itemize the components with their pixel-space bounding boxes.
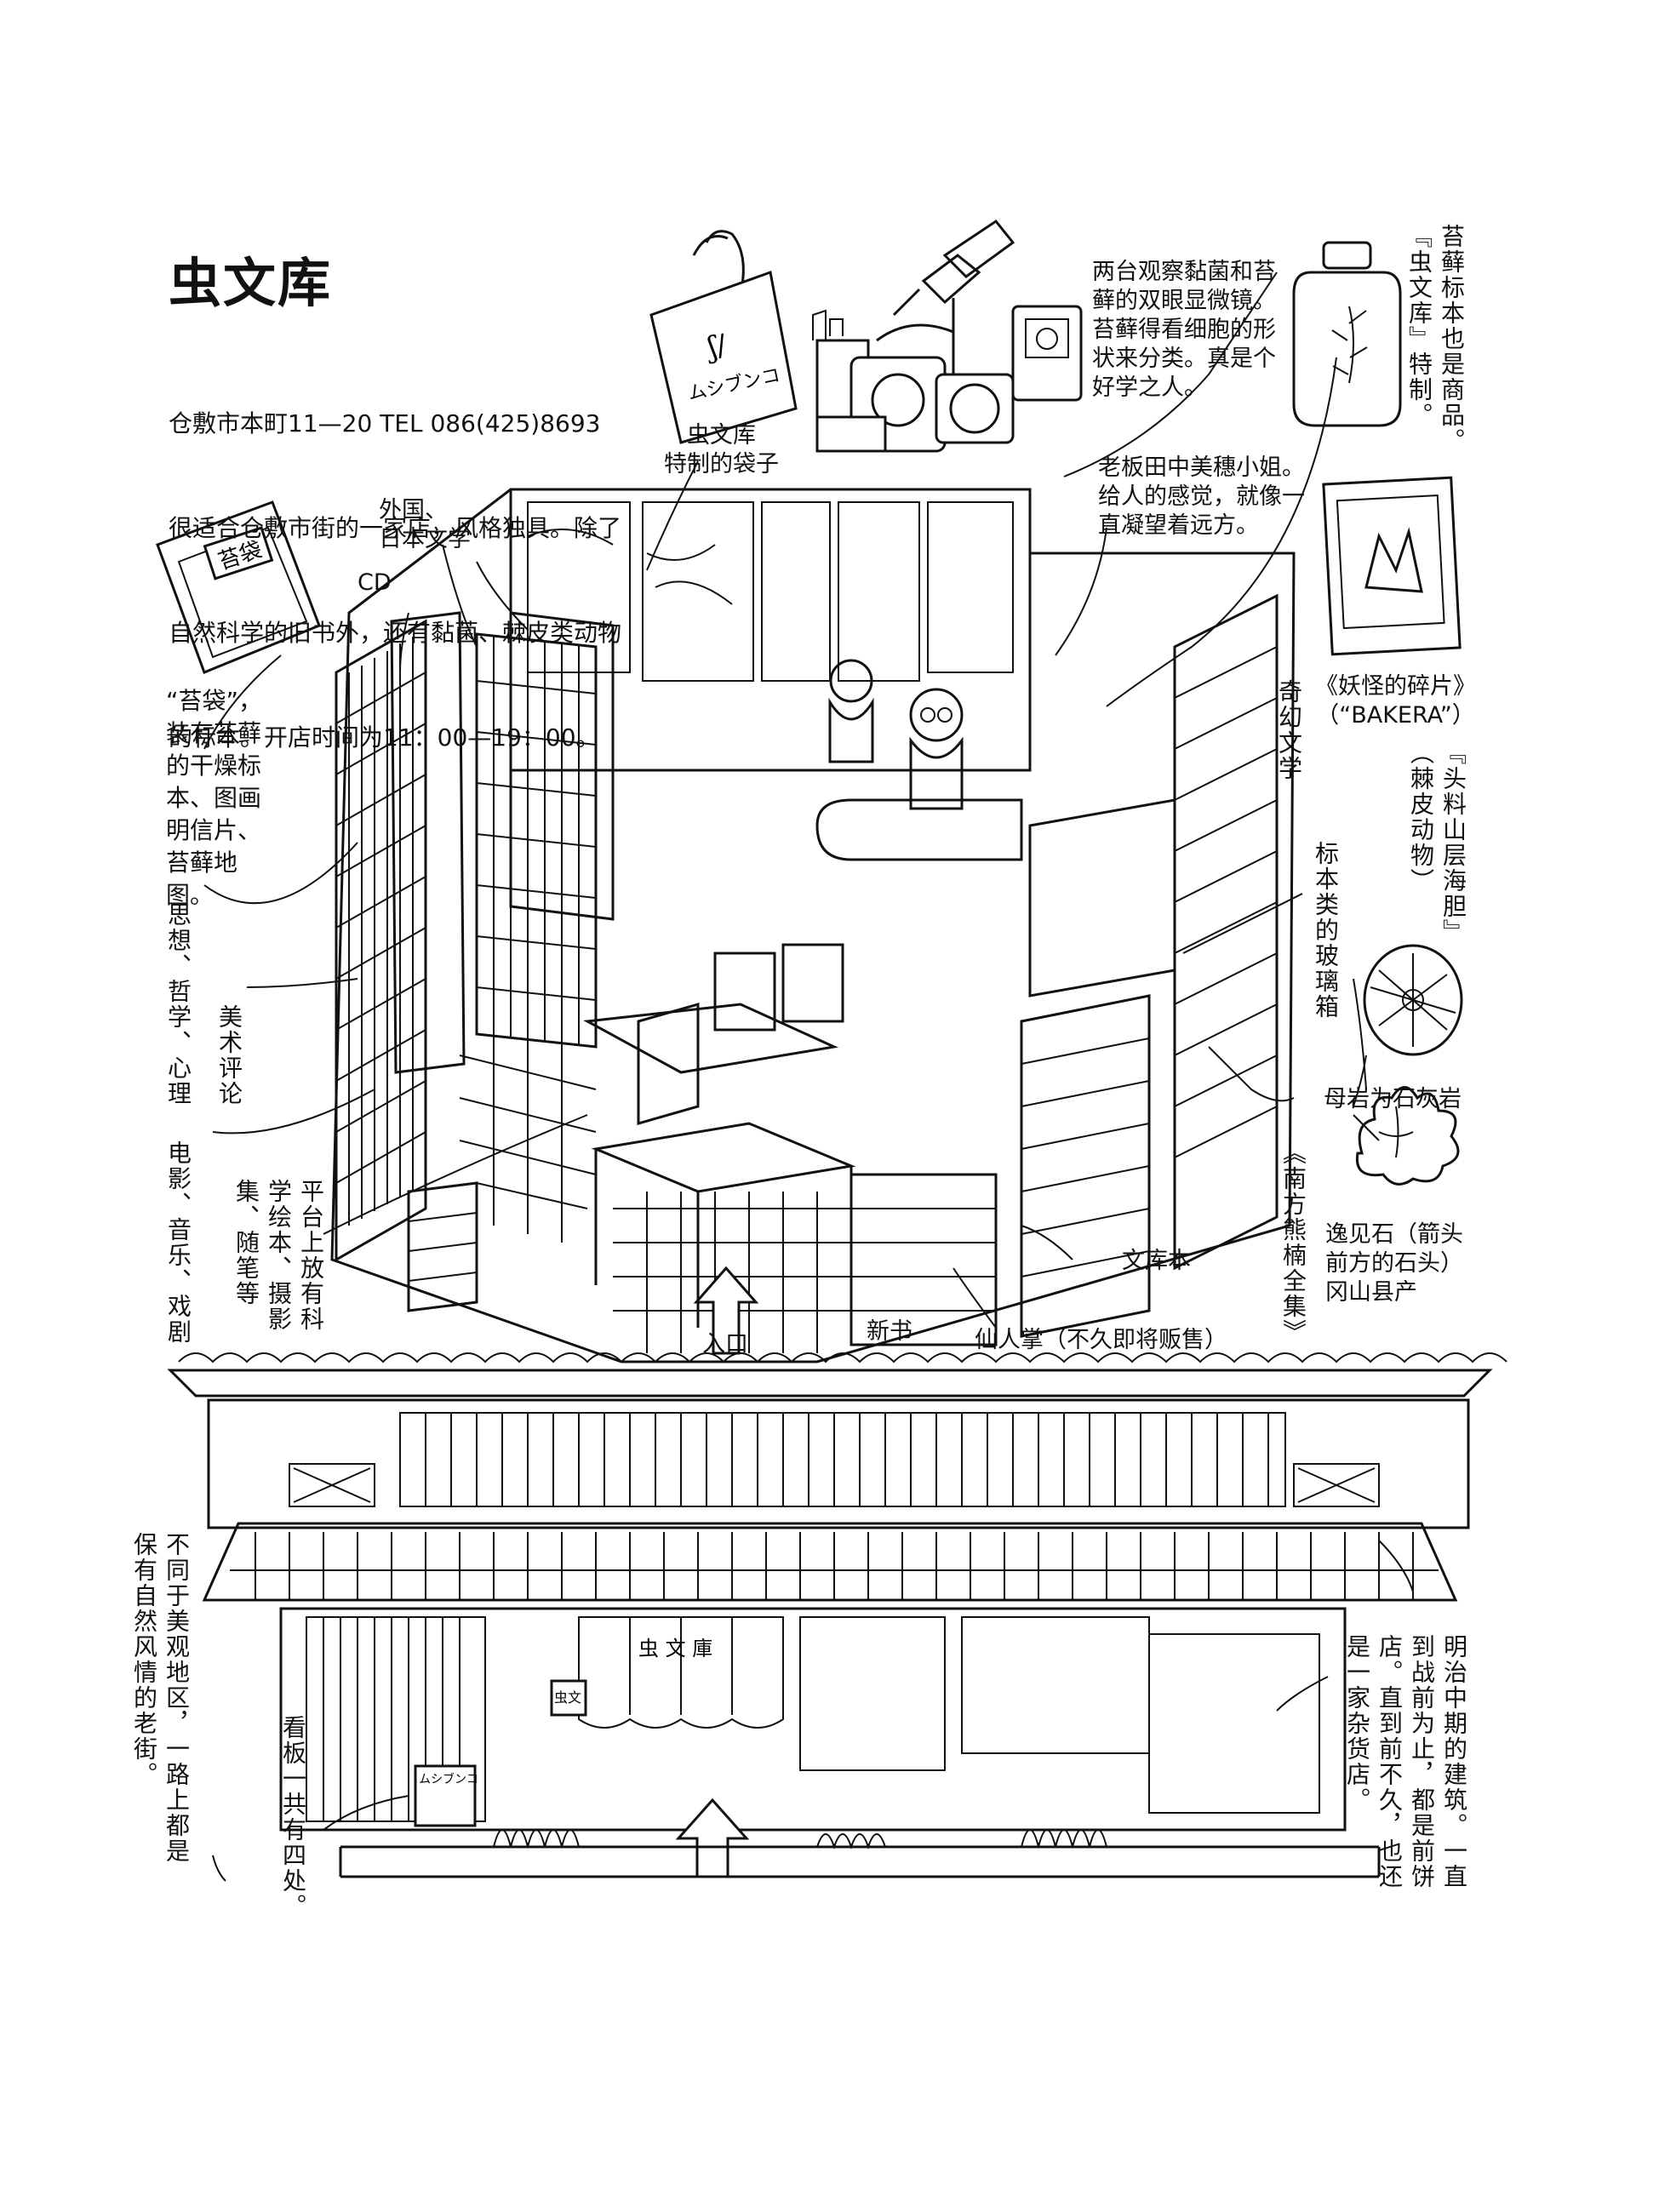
label-bunkobon: 文库本 bbox=[1122, 1248, 1191, 1274]
label-urchin: 『头料山层海胆』 （棘皮动物） bbox=[1407, 740, 1467, 945]
label-glass-case: 标本类的玻璃箱 bbox=[1312, 841, 1340, 1020]
yokai-fragment-box bbox=[1322, 476, 1462, 656]
leader-lines bbox=[203, 271, 1414, 1882]
shop-facade-drawing: 虫 文 庫 ムシブンコ 虫文 bbox=[167, 1352, 1507, 1878]
shop-interior-drawing bbox=[330, 488, 1296, 1363]
tote-bag-drawing: ʃ/ ムシブンコ bbox=[649, 230, 798, 444]
name-plate-text: 虫文 bbox=[554, 1689, 581, 1706]
intro-line: 自然科学的旧书外，还有黏菌、棘皮类动物 bbox=[169, 619, 622, 647]
label-moss-bag: “苔袋”， 装有苔藓 的干燥标 本、图画 明信片、 苔藓地 图。 bbox=[166, 687, 263, 909]
itsumi-stone bbox=[1355, 1086, 1460, 1186]
intro-line: 仓敷市本町11—20 TEL 086(425)8693 bbox=[169, 409, 601, 437]
label-entrance: 入口 bbox=[702, 1331, 748, 1357]
label-fantasy-lit: 奇幻文学 bbox=[1275, 679, 1303, 781]
label-thought: 思想、哲学、心理 bbox=[164, 902, 192, 1106]
signboard-text: ムシブンコ bbox=[419, 1772, 478, 1786]
label-foreign-lit: 外国、 日本文学 bbox=[379, 497, 471, 552]
label-yokai: 《妖怪的碎片》 （“BAKERA”） bbox=[1315, 673, 1476, 729]
label-moss-specimen: 苔藓标本也是商品。 『虫文库』特制。 bbox=[1405, 224, 1466, 454]
label-itsumi-stone: 逸见石（箭头 前方的石头） 冈山县产 bbox=[1325, 1221, 1463, 1306]
label-owner: 老板田中美穗小姐。 给人的感觉，就像一 直凝望着远方。 bbox=[1098, 454, 1305, 539]
sea-urchin-fossil bbox=[1363, 944, 1463, 1056]
label-minakata: 《南方熊楠全集》 bbox=[1279, 1140, 1307, 1345]
intro-line: 很适合仓敷市街的一家店，风格独具。除了 bbox=[169, 514, 622, 542]
label-meiji: 明治中期的建筑。一直 到战前为止，都是前饼 店。直到前不久，也还 是一家杂货店。 bbox=[1343, 1634, 1468, 1889]
intro-text: 仓敷市本町11—20 TEL 086(425)8693 很适合仓敷市街的一家店，… bbox=[169, 336, 621, 790]
label-limestone: 母岩为石灰岩 bbox=[1324, 1086, 1462, 1112]
microscope-drawing bbox=[812, 219, 1083, 453]
label-cd: CD bbox=[358, 569, 392, 596]
label-cactus: 仙人掌（不久即将贩售） bbox=[975, 1327, 1227, 1353]
moss-specimen-bottle bbox=[1292, 241, 1402, 427]
label-microscope: 两台观察黏菌和苔 藓的双眼显微镜。 苔藓得看细胞的形 状来分类。真是个 好学之人… bbox=[1092, 259, 1276, 401]
label-signboard: 看板一共有四处。 bbox=[279, 1715, 307, 1919]
moss-bag-card: 苔袋 bbox=[156, 500, 321, 674]
label-art: 美术评论 bbox=[215, 1004, 243, 1106]
label-bag: 虫文库 特制的袋子 bbox=[664, 422, 779, 477]
noren-text: 虫 文 庫 bbox=[638, 1637, 712, 1660]
label-old-street: 不同于美观地区，一路上都是 保有自然风情的老街。 bbox=[130, 1532, 191, 1864]
intro-line: 的标本。开店时间为11：00—19：00。 bbox=[169, 723, 600, 752]
label-platform: 平台上放有科 学绘本、摄影 集、随笔等 bbox=[232, 1179, 325, 1332]
label-new-books: 新书 bbox=[867, 1318, 912, 1345]
label-film: 电影、音乐、戏剧 bbox=[164, 1140, 192, 1345]
page-title: 虫文库 bbox=[169, 252, 333, 314]
